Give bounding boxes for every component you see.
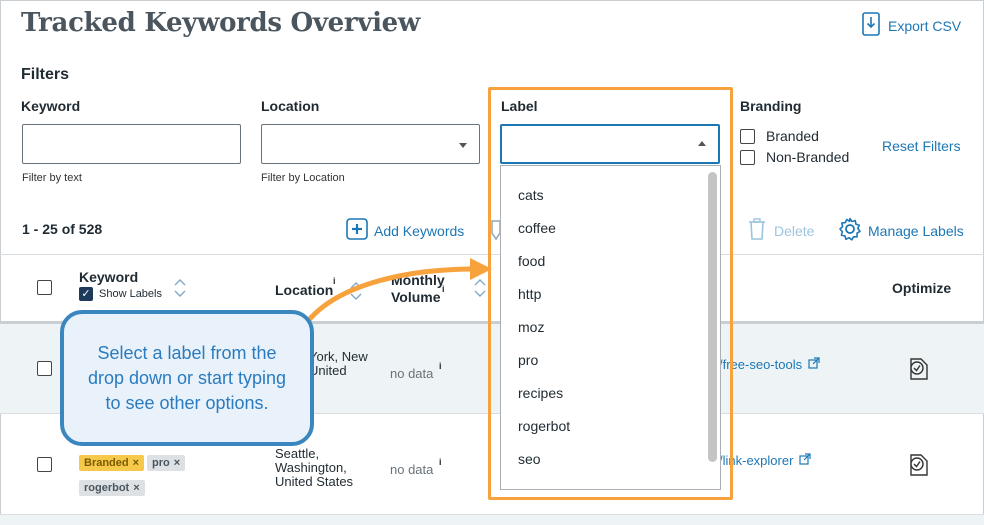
tag-rogerbot[interactable]: rogerbot× [79, 480, 145, 496]
export-csv-button[interactable]: Export CSV [862, 12, 961, 39]
location-column-header[interactable]: Location [275, 282, 334, 298]
chevron-up-icon [698, 141, 706, 146]
dropdown-scrollbar[interactable] [708, 172, 717, 488]
branded-checkbox[interactable] [740, 128, 755, 144]
keyword-filter-label: Keyword [21, 98, 81, 114]
table-divider [0, 254, 984, 255]
row-volume: no data [390, 462, 434, 477]
row-location-line: United [309, 363, 347, 378]
header-bottom-border [0, 321, 984, 324]
row-divider [0, 413, 984, 414]
location-filter-select[interactable] [261, 124, 480, 164]
tag-remove-icon[interactable]: × [173, 457, 181, 469]
tag-label: pro [152, 457, 170, 469]
external-link-icon [799, 453, 812, 468]
row-location: Seattle, Washington, United States [275, 447, 353, 489]
row-location: York, New United [309, 350, 368, 378]
label-dropdown-list[interactable]: cats coffee food http moz pro recipes ro… [500, 165, 721, 490]
row-location-line: United States [275, 474, 354, 489]
dropdown-option[interactable]: rogerbot [518, 418, 571, 434]
manage-labels-button[interactable]: Manage Labels [838, 217, 964, 244]
row-url-text: /free-seo-tools [719, 357, 803, 372]
branded-option-label: Branded [766, 128, 819, 144]
row-checkbox[interactable] [37, 361, 52, 376]
sort-icon[interactable] [173, 277, 187, 304]
info-icon: i [439, 361, 442, 371]
tag-icon[interactable] [490, 219, 502, 246]
dropdown-option[interactable]: cats [518, 187, 544, 203]
dropdown-scroll-thumb[interactable] [708, 172, 717, 462]
info-icon: i [333, 276, 336, 286]
tag-label: Branded [84, 457, 129, 469]
gear-icon [838, 217, 862, 244]
row-url-text: /link-explorer [719, 453, 794, 468]
sort-icon[interactable] [473, 277, 487, 304]
tag-pro[interactable]: pro× [147, 455, 186, 471]
dropdown-option[interactable]: food [518, 253, 546, 269]
non-branded-option[interactable]: Non-Branded [740, 149, 849, 165]
chevron-down-icon [459, 143, 467, 148]
external-link-icon [808, 357, 820, 372]
location-filter-hint: Filter by Location [261, 172, 345, 184]
keyword-column-header[interactable]: Keyword [79, 269, 139, 285]
page-title: Tracked Keywords Overview [21, 8, 420, 38]
instruction-callout: Select a label from the drop down or sta… [60, 310, 314, 446]
location-filter-label: Location [261, 98, 320, 114]
label-filter-label: Label [501, 98, 538, 114]
row-url-link[interactable]: /free-seo-tools [719, 357, 820, 372]
label-filter-select[interactable] [500, 124, 720, 164]
add-keywords-button[interactable]: Add Keywords [346, 218, 464, 243]
tag-remove-icon[interactable]: × [133, 482, 140, 494]
dropdown-option[interactable]: seo [518, 451, 541, 467]
non-branded-option-label: Non-Branded [766, 149, 850, 165]
table-row [0, 514, 984, 525]
delete-button[interactable]: Delete [748, 218, 814, 243]
row-location-line: Washington, [275, 460, 347, 475]
show-labels-checkbox[interactable]: ✓ [79, 287, 93, 301]
tag-label: rogerbot [84, 482, 130, 494]
row-checkbox[interactable] [37, 457, 52, 472]
dropdown-option[interactable]: moz [518, 319, 545, 335]
row-location-line: York, New [309, 349, 368, 364]
row-volume: no data [390, 366, 434, 381]
tag-remove-icon[interactable]: × [132, 457, 140, 469]
keyword-filter-hint: Filter by text [22, 172, 82, 184]
delete-label: Delete [774, 222, 815, 239]
dropdown-option[interactable]: pro [518, 352, 539, 368]
info-icon: i [442, 284, 445, 294]
manage-labels-label: Manage Labels [868, 222, 964, 239]
dropdown-option[interactable]: coffee [518, 220, 556, 236]
export-csv-label: Export CSV [888, 17, 962, 34]
result-count: 1 - 25 of 528 [22, 221, 103, 237]
callout-arrow [305, 258, 492, 324]
branded-option[interactable]: Branded [740, 128, 819, 144]
add-keywords-label: Add Keywords [374, 222, 465, 239]
optimize-column-header: Optimize [892, 280, 952, 296]
dropdown-option[interactable]: http [518, 286, 542, 302]
show-labels-label: Show Labels [99, 288, 162, 300]
show-labels-toggle[interactable]: ✓ Show Labels [79, 287, 162, 301]
tag-branded[interactable]: Branded× [79, 455, 145, 471]
reset-filters-link[interactable]: Reset Filters [882, 138, 961, 154]
non-branded-checkbox[interactable] [740, 149, 755, 165]
export-icon [862, 12, 880, 39]
optimize-icon[interactable] [907, 452, 931, 483]
branding-filter-label: Branding [740, 98, 802, 114]
row-location-line: Seattle, [275, 446, 320, 461]
monthly-volume-header-line2[interactable]: Volume [391, 289, 441, 305]
instruction-callout-text: Select a label from the drop down or sta… [87, 342, 287, 413]
optimize-icon[interactable] [907, 356, 931, 387]
keyword-filter-input[interactable] [22, 124, 241, 164]
info-icon: i [439, 457, 442, 467]
filters-heading: Filters [21, 66, 70, 83]
select-all-checkbox[interactable] [37, 280, 52, 295]
row-url-link[interactable]: /link-explorer [719, 453, 812, 468]
plus-icon [346, 218, 368, 243]
trash-icon [748, 218, 766, 243]
dropdown-option[interactable]: recipes [518, 385, 564, 401]
